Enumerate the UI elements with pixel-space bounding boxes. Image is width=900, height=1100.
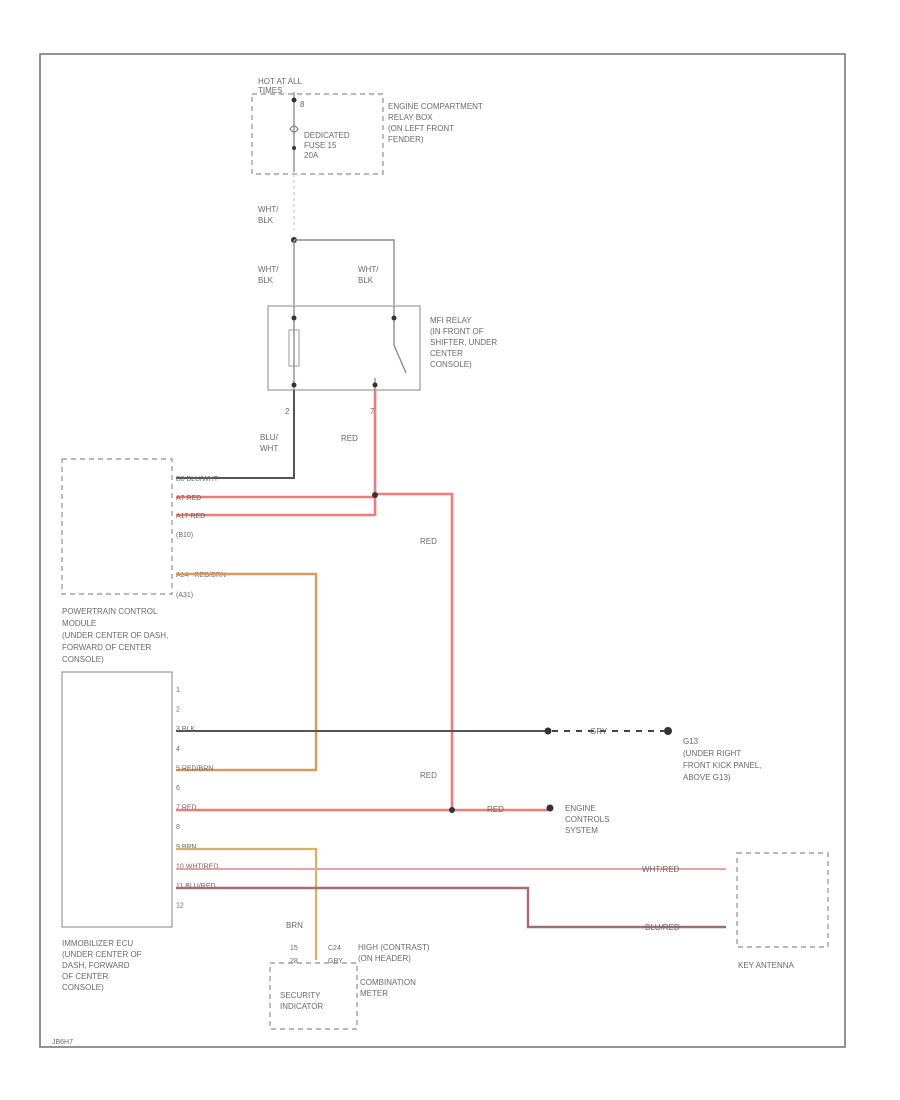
immobilizer-pin-6: 6 — [176, 785, 180, 792]
fuse-symbol — [289, 125, 299, 133]
wire-label-red-engine: RED — [487, 805, 504, 814]
pcm-pin-b8: B8 BLU/WHT — [176, 476, 219, 483]
pcm-box — [61, 458, 173, 595]
wire-label-red-mid: RED — [420, 537, 437, 546]
immobilizer-pin-1: 1 — [176, 687, 180, 694]
immobilizer-pin-4: 4 — [176, 746, 180, 753]
combination-meter-box — [269, 962, 358, 1030]
meter-connector: C24 — [328, 945, 341, 952]
key-antenna-label: KEY ANTENNA — [738, 961, 795, 970]
ground-dot — [664, 727, 672, 735]
meter-pin-a: 15 — [290, 945, 298, 952]
immobilizer-pin-7: 7 RED — [176, 805, 197, 812]
wire-blu-wht — [176, 390, 295, 479]
diagram-frame — [39, 53, 846, 1048]
mfi-relay-box — [267, 305, 421, 391]
wire-red-branch — [176, 492, 454, 810]
pcm-connector-2: (A31) — [176, 592, 193, 599]
engine-controls-dot — [546, 804, 554, 812]
wire-label-gry: GRY — [590, 727, 608, 736]
immobilizer-box — [61, 671, 173, 928]
fuse-terminal-dot — [291, 97, 297, 103]
wire-wht-blk — [293, 239, 395, 305]
relay-pin-right: 7 — [370, 407, 375, 416]
wire-label-red-relay: RED — [341, 434, 358, 443]
wire-label-wht-blk-3: WHT/BLK — [358, 265, 379, 285]
svg-text:WHT/BLK: WHT/BLK — [258, 205, 279, 225]
fuse-number: 8 — [300, 100, 305, 109]
wire-red-brn — [176, 572, 318, 772]
wire-red-relay — [176, 390, 377, 517]
wire-label-wht-blk-2: WHT/BLK — [258, 265, 279, 285]
relay-switch — [374, 306, 407, 390]
relay-coil — [288, 329, 300, 367]
immobilizer-pin-12: 12 — [176, 903, 184, 910]
wire-label-blu-wht: BLU/WHT — [260, 433, 279, 453]
key-antenna-box — [736, 852, 829, 948]
svg-text:BLU/WHT: BLU/WHT — [260, 433, 279, 453]
wire-label-brn-down: BRN — [286, 921, 303, 930]
immobilizer-pin-3: 3 BLK — [176, 726, 195, 733]
immobilizer-pin-9: 9 BRN — [176, 844, 197, 851]
meter-pin-b: 28 — [290, 958, 298, 965]
fuse-terminal-dot — [292, 146, 296, 150]
svg-text:WHT/BLK: WHT/BLK — [358, 265, 379, 285]
immobilizer-pin-2: 2 — [176, 707, 180, 714]
diagram-code: JB6H7 — [52, 1039, 73, 1046]
relay-pin-dot — [291, 382, 297, 388]
pcm-pin-a7: A7 RED — [176, 495, 201, 502]
pcm-connector-1: (B10) — [176, 532, 193, 539]
immobilizer-pin-5: 5 RED/BRN — [176, 765, 213, 772]
svg-text:WHT/BLK: WHT/BLK — [258, 265, 279, 285]
wire-brn — [176, 847, 318, 960]
relay-pin-dot — [291, 315, 297, 321]
fuse-box-outline — [251, 93, 384, 175]
meter-header-label: HIGH (CONTRAST)(ON HEADER) — [358, 943, 430, 963]
immobilizer-pin-10: 10 WHT/RED — [176, 863, 218, 870]
wire-blu-red — [176, 886, 726, 929]
splice-dot — [544, 727, 552, 735]
meter-wire: GRY — [328, 958, 343, 965]
wire-label-blu-red: BLU/RED — [645, 923, 680, 932]
immobilizer-pin-8: 8 — [176, 824, 180, 831]
relay-pin-left: 2 — [285, 407, 290, 416]
immobilizer-pin-11: 11 BLU/RED — [176, 883, 216, 890]
pcm-pin-a17: A17 RED — [176, 513, 205, 520]
svg-text:HIGH (CONTRAST)(ON HEADER): HIGH (CONTRAST)(ON HEADER) — [358, 943, 430, 963]
wire-label-wht-blk-1: WHT/BLK — [258, 205, 279, 225]
wire-label-red-lower: RED — [420, 771, 437, 780]
wire-label-wht-red: WHT/RED — [642, 865, 680, 874]
splice-dot — [449, 807, 455, 813]
relay-pin-dot — [372, 382, 378, 388]
relay-pin-dot — [391, 315, 397, 321]
splice-dot — [372, 492, 378, 498]
